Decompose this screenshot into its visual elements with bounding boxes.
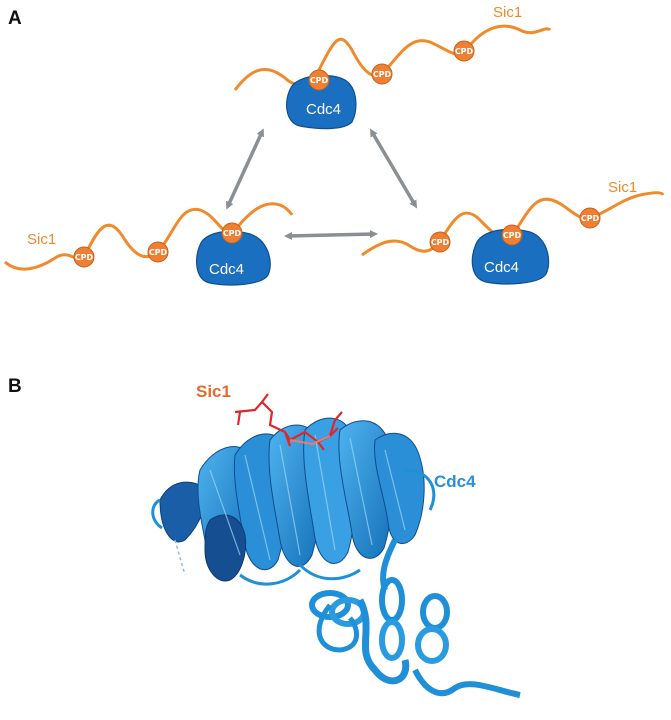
cpd-site (73, 246, 95, 268)
sic1-label: Sic1 (608, 179, 637, 196)
helical-region (309, 538, 521, 698)
cpd-site (221, 222, 243, 244)
cpd-site (429, 231, 451, 253)
cpd-label: CPD (455, 47, 474, 56)
cpd-label: CPD (503, 231, 522, 240)
panel-label-b: B (8, 376, 22, 397)
cpd-label: CPD (149, 248, 168, 257)
sic1-peptide-label: Sic1 (196, 382, 231, 401)
cpd-label: CPD (310, 76, 329, 85)
beta-propeller (151, 417, 436, 586)
panel-label-a: A (8, 8, 22, 29)
cdc4-blob (286, 74, 357, 130)
cdc4-structure (151, 393, 521, 698)
cpd-site (501, 224, 523, 246)
complex-left: Cdc4 CPD CPD CPD Sic1 (4, 202, 294, 286)
cpd-label: CPD (223, 229, 242, 238)
cpd-site (453, 40, 475, 62)
cdc4-label: Cdc4 (209, 261, 244, 278)
cpd-label: CPD (431, 238, 450, 247)
equilibrium-arrow-top-left (226, 128, 264, 210)
complex-right: Cdc4 CPD CPD CPD Sic1 (361, 179, 665, 285)
cpd-site (308, 69, 330, 91)
equilibrium-arrow-top-right (369, 128, 418, 209)
sic1-chain (233, 24, 552, 91)
cdc4-label: Cdc4 (306, 101, 341, 118)
cdc4-structure-label: Cdc4 (434, 472, 476, 491)
cpd-label: CPD (75, 253, 94, 262)
cpd-site (579, 207, 601, 229)
cpd-label: CPD (373, 70, 392, 79)
equilibrium-arrow-bottom (284, 230, 378, 240)
cpd-label: CPD (581, 214, 600, 223)
complex-top: Cdc4 CPD CPD CPD Sic1 (233, 4, 552, 130)
cdc4-label: Cdc4 (484, 259, 519, 276)
sic1-peptide (234, 393, 343, 451)
sic1-label: Sic1 (27, 231, 56, 248)
cpd-site (147, 241, 169, 263)
cpd-site (371, 63, 393, 85)
sic1-label: Sic1 (493, 4, 522, 21)
